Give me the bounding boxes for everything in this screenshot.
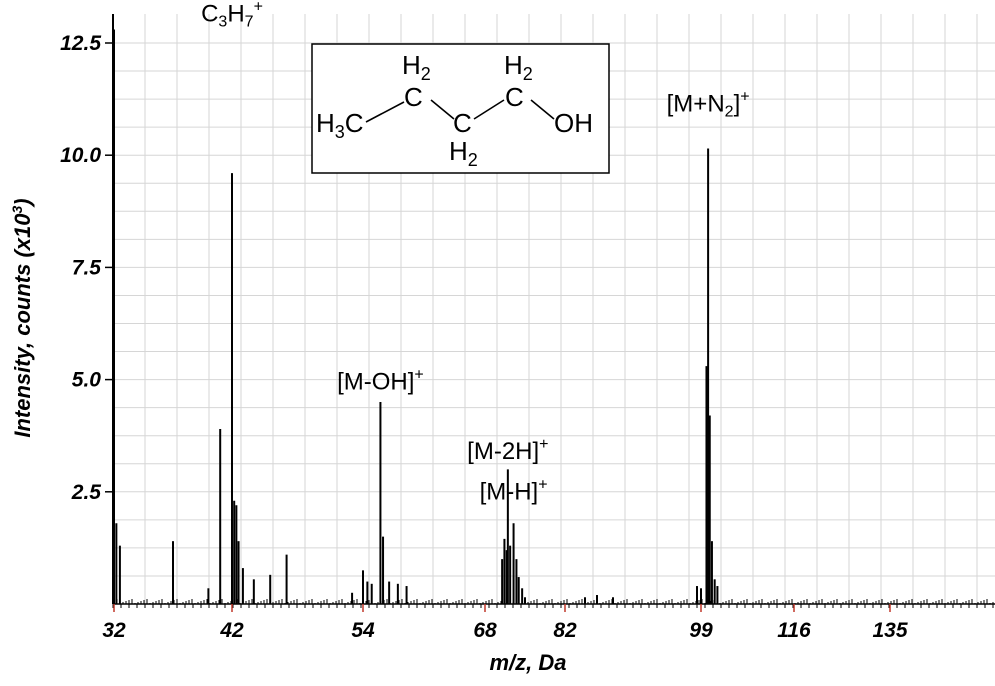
peak-annotation: C3H7+ [201, 0, 263, 31]
y-axis-title: Intensity, counts (x103) [9, 198, 35, 437]
x-tick-label: 32 [102, 619, 126, 642]
y-tick-label: 7.5 [72, 256, 102, 279]
x-tick-label: 68 [473, 619, 497, 642]
atom-h2-top-left: H2 [402, 50, 431, 84]
molecule-structure-inset: H3C H2 C C H2 H2 C OH [311, 43, 610, 174]
y-tick-label: 10.0 [60, 144, 101, 167]
x-tick-label: 54 [351, 619, 375, 642]
x-tick-label: 135 [872, 619, 907, 642]
y-tick-label: 12.5 [60, 32, 101, 55]
peak-annotation: [M+N2]+ [667, 88, 750, 120]
atom-oh: OH [554, 108, 593, 138]
structure-box [311, 43, 610, 174]
x-tick-label: 116 [777, 619, 811, 642]
peak-annotations: C3H7+ [M-OH]+ [M-2H]+ [M-H]+ [M+N2]+ [201, 0, 750, 506]
x-tick-label: 42 [219, 619, 244, 642]
x-tick-label: 82 [553, 619, 577, 642]
x-tick-label: 99 [689, 619, 713, 642]
atom-h3c: H3C [316, 108, 364, 142]
atom-c-2: C [453, 108, 472, 138]
axes: 32 42 54 68 82 99 116 135 2.5 5.0 7.5 10.0 12.5 [60, 14, 995, 642]
atom-h2-top-right: H2 [504, 50, 533, 84]
x-axis-title: m/z, Da [489, 650, 566, 675]
bond-3 [473, 99, 505, 120]
bond-4 [530, 99, 555, 120]
bond-2 [430, 99, 455, 120]
peak-annotation: [M-OH]+ [337, 367, 424, 396]
atom-c-1: C [404, 82, 423, 112]
y-tick-label: 2.5 [71, 481, 102, 504]
atom-c-3: C [505, 82, 524, 112]
bond-1 [365, 101, 405, 123]
peak-annotation: [M-H]+ [480, 477, 548, 506]
y-tick-label: 5.0 [72, 369, 102, 392]
peak-annotation: [M-2H]+ [467, 436, 548, 465]
atom-h2-bottom: H2 [449, 136, 478, 170]
bond-lines [365, 99, 555, 123]
